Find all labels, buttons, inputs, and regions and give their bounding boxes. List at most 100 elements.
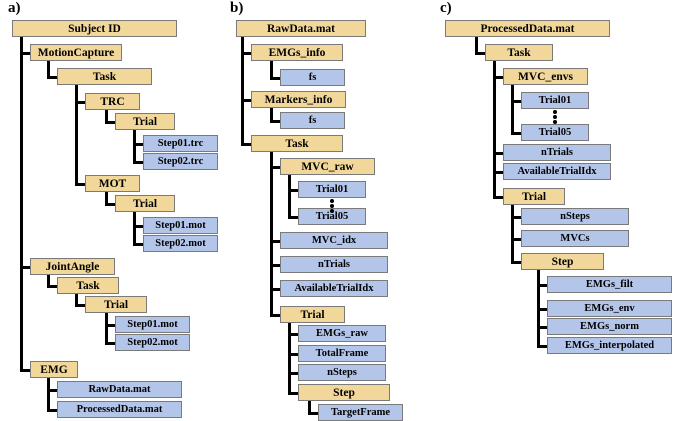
connector-vertical — [241, 37, 244, 145]
panel-label-c: c) — [440, 0, 452, 16]
connector-vertical — [308, 401, 311, 414]
connector-horizontal — [537, 325, 547, 329]
panel-label-a: a) — [8, 0, 21, 16]
folder-node: Task — [57, 277, 119, 294]
field-node: Step02.mot — [115, 334, 190, 351]
field-node: nSteps — [521, 208, 629, 225]
connector-horizontal — [105, 341, 115, 345]
connector-horizontal — [47, 75, 57, 79]
field-node: RawData.mat — [57, 381, 182, 398]
connector-horizontal — [133, 142, 143, 146]
field-node: Step01.mot — [115, 316, 190, 333]
connector-horizontal — [270, 239, 280, 243]
connector-horizontal — [493, 195, 503, 199]
connector-vertical — [288, 175, 291, 218]
connector-horizontal — [493, 75, 503, 79]
connector-horizontal — [241, 98, 251, 102]
folder-node: Step — [298, 384, 390, 401]
folder-node: MVC_envs — [503, 68, 588, 85]
connector-vertical — [493, 61, 496, 198]
connector-vertical — [511, 85, 514, 134]
connector-horizontal — [511, 215, 521, 219]
connector-vertical — [133, 130, 136, 163]
field-node: nSteps — [298, 364, 386, 381]
connector-horizontal — [20, 265, 30, 269]
connector-vertical — [270, 108, 273, 122]
connector-horizontal — [475, 51, 485, 55]
folder-node: Task — [251, 135, 343, 152]
field-node: MVC_idx — [280, 232, 388, 249]
folder-node: EMG — [30, 361, 78, 378]
connector-horizontal — [511, 260, 521, 264]
connector-horizontal — [47, 388, 57, 392]
connector-vertical — [105, 313, 108, 344]
connector-horizontal — [270, 263, 280, 267]
connector-vertical — [75, 294, 78, 306]
connector-horizontal — [241, 142, 251, 146]
connector-vertical — [133, 212, 136, 245]
connector-horizontal — [493, 151, 503, 155]
connector-vertical — [511, 205, 514, 263]
field-node: EMGs_raw — [298, 325, 386, 342]
connector-horizontal — [537, 283, 547, 287]
folder-node: Trial — [85, 296, 147, 313]
connector-vertical — [75, 85, 78, 185]
connector-vertical — [105, 110, 108, 123]
connector-horizontal — [308, 411, 318, 415]
connector-horizontal — [75, 100, 85, 104]
field-node: Trial05 — [521, 124, 589, 141]
connector-horizontal — [288, 391, 298, 395]
field-node: AvailableTrialIdx — [280, 280, 388, 297]
folder-node: RawData.mat — [236, 20, 366, 37]
connector-horizontal — [511, 237, 521, 241]
connector-horizontal — [270, 313, 280, 317]
field-node: fs — [280, 112, 345, 129]
field-node: Step01.mot — [143, 217, 218, 234]
connector-horizontal — [133, 242, 143, 246]
field-node: EMGs_norm — [547, 318, 672, 335]
folder-node: JointAngle — [30, 258, 115, 275]
connector-vertical — [47, 275, 50, 287]
field-node: TargetFrame — [318, 404, 403, 421]
folder-node: Trial — [115, 195, 175, 212]
ellipsis-icon — [330, 199, 334, 214]
connector-horizontal — [270, 165, 280, 169]
connector-horizontal — [288, 332, 298, 336]
field-node: AvailableTrialIdx — [503, 163, 611, 180]
connector-vertical — [475, 37, 478, 54]
field-node: Step02.trc — [143, 153, 218, 170]
folder-node: EMGs_info — [251, 44, 343, 61]
connector-horizontal — [47, 284, 57, 288]
field-node: Step02.mot — [143, 235, 218, 252]
panel-label-b: b) — [230, 0, 244, 16]
connector-horizontal — [537, 307, 547, 311]
field-node: EMGs_interpolated — [547, 337, 672, 354]
connector-horizontal — [270, 76, 280, 80]
connector-horizontal — [511, 99, 521, 103]
connector-horizontal — [75, 303, 85, 307]
connector-vertical — [288, 323, 291, 394]
connector-horizontal — [47, 408, 57, 412]
connector-horizontal — [133, 160, 143, 164]
connector-horizontal — [270, 287, 280, 291]
connector-horizontal — [537, 344, 547, 348]
folder-node: TRC — [85, 93, 140, 110]
connector-horizontal — [288, 352, 298, 356]
connector-horizontal — [511, 131, 521, 135]
field-node: fs — [280, 69, 345, 86]
folder-node: MVC_raw — [280, 158, 375, 175]
connector-horizontal — [241, 51, 251, 55]
connector-horizontal — [105, 323, 115, 327]
connector-vertical — [270, 152, 273, 316]
connector-vertical — [47, 378, 50, 411]
folder-node: Trial — [280, 306, 345, 323]
connector-vertical — [20, 37, 23, 371]
field-node: ProcessedData.mat — [57, 401, 182, 418]
field-node: nTrials — [503, 144, 611, 161]
field-node: Trial01 — [298, 181, 366, 198]
ellipsis-icon — [553, 110, 557, 125]
field-node: EMGs_env — [547, 300, 672, 317]
connector-horizontal — [20, 368, 30, 372]
field-node: nTrials — [280, 256, 388, 273]
